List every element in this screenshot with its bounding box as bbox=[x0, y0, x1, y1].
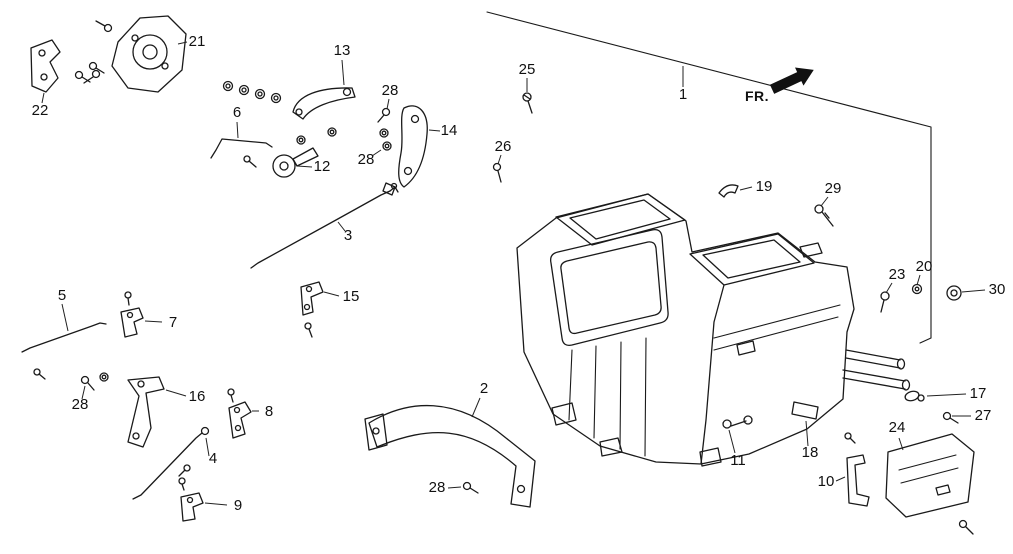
part-7-art bbox=[120, 291, 144, 338]
part-label-16: 16 bbox=[189, 388, 206, 405]
fastener-row-art bbox=[222, 80, 282, 104]
part-label-9: 9 bbox=[234, 497, 242, 514]
leader-line-21 bbox=[177, 41, 188, 45]
leader-line-22 bbox=[41, 92, 45, 104]
part-label-18: 18 bbox=[802, 444, 819, 461]
heater-unit-art bbox=[516, 193, 911, 467]
leader-line-13 bbox=[341, 59, 345, 86]
part-label-30: 30 bbox=[989, 281, 1006, 298]
part-19-art bbox=[718, 184, 739, 198]
part-9-art bbox=[178, 477, 204, 522]
part-label-13: 13 bbox=[334, 42, 351, 59]
screw-25-art bbox=[522, 92, 533, 114]
part-label-28b: 28 bbox=[358, 151, 375, 168]
part-label-17: 17 bbox=[970, 385, 987, 402]
part-label-25: 25 bbox=[519, 61, 536, 78]
fr-direction-arrow bbox=[769, 67, 814, 94]
leader-line-24 bbox=[898, 437, 904, 451]
part-8-art bbox=[227, 388, 252, 439]
leader-line-16 bbox=[165, 389, 187, 397]
leader-line-9 bbox=[204, 502, 228, 506]
part-label-2: 2 bbox=[480, 380, 488, 397]
part-label-12: 12 bbox=[314, 158, 331, 175]
part-5-art bbox=[21, 322, 107, 380]
part-6-art bbox=[210, 138, 273, 168]
part-label-10: 10 bbox=[818, 473, 835, 490]
part-16-art bbox=[80, 372, 165, 448]
part-label-21: 21 bbox=[189, 33, 206, 50]
screw-28d-art bbox=[462, 481, 479, 494]
part-2-art bbox=[364, 404, 536, 508]
leader-line-20 bbox=[916, 274, 921, 286]
leader-line-28c bbox=[81, 385, 86, 400]
leader-line-3 bbox=[337, 221, 346, 232]
part-23-art bbox=[880, 291, 890, 313]
leader-line-29 bbox=[820, 196, 829, 207]
part-label-14: 14 bbox=[441, 122, 458, 139]
part-10-art bbox=[844, 432, 870, 507]
part-label-8: 8 bbox=[265, 403, 273, 420]
leader-line-5 bbox=[61, 303, 69, 332]
part-14-art bbox=[382, 105, 428, 196]
part-12-art bbox=[272, 135, 319, 178]
leader-lines-layer bbox=[41, 41, 986, 506]
part-label-11: 11 bbox=[730, 452, 746, 469]
leader-line-6 bbox=[236, 121, 239, 139]
leader-line-11 bbox=[728, 429, 736, 454]
part-3-art bbox=[250, 182, 399, 269]
leader-line-10 bbox=[835, 476, 846, 482]
leader-line-14 bbox=[428, 129, 441, 132]
part-label-23: 23 bbox=[889, 266, 906, 283]
part-13-art bbox=[292, 87, 356, 137]
part-11-art bbox=[722, 419, 747, 429]
part-30-art bbox=[946, 285, 962, 301]
leader-line-28a bbox=[386, 98, 390, 110]
part-22-art bbox=[30, 39, 105, 93]
part-20-art bbox=[911, 283, 923, 295]
screw-26-art bbox=[492, 162, 502, 183]
leader-line-15 bbox=[323, 291, 340, 297]
part-label-29: 29 bbox=[825, 180, 842, 197]
part-label-5: 5 bbox=[58, 287, 66, 304]
part-4-art bbox=[132, 426, 210, 500]
part-label-7: 7 bbox=[169, 314, 177, 331]
part-label-26: 26 bbox=[495, 138, 512, 155]
part-24-art bbox=[885, 433, 975, 535]
part-label-1: 1 bbox=[679, 86, 687, 103]
screw-29-art bbox=[814, 204, 834, 227]
part-label-6: 6 bbox=[233, 104, 241, 121]
leader-line-30 bbox=[961, 289, 986, 293]
part-label-19: 19 bbox=[756, 178, 773, 195]
part-label-28a: 28 bbox=[382, 82, 399, 99]
part-label-22: 22 bbox=[32, 102, 49, 119]
leader-line-28b bbox=[371, 149, 382, 157]
leader-line-2 bbox=[471, 397, 481, 418]
part-21-art bbox=[83, 15, 187, 93]
leader-line-26 bbox=[497, 154, 502, 165]
leader-line-4 bbox=[205, 437, 210, 457]
part-label-4: 4 bbox=[209, 450, 217, 467]
leader-line-17 bbox=[926, 393, 967, 397]
leader-line-28d bbox=[447, 486, 462, 489]
part-label-28c: 28 bbox=[72, 396, 89, 413]
part-15-art bbox=[300, 281, 324, 338]
part-17-art bbox=[904, 390, 925, 402]
part-label-27: 27 bbox=[975, 407, 992, 424]
part-label-24: 24 bbox=[889, 419, 906, 436]
part-label-15: 15 bbox=[343, 288, 360, 305]
part-1-boundary-line bbox=[486, 11, 932, 344]
part-label-20: 20 bbox=[916, 258, 933, 275]
part-label-28d: 28 bbox=[429, 479, 446, 496]
part-label-3: 3 bbox=[344, 227, 352, 244]
leader-line-18 bbox=[805, 420, 809, 447]
part-label-fr: FR. bbox=[745, 88, 769, 104]
leader-line-7 bbox=[144, 320, 163, 323]
leader-line-19 bbox=[739, 186, 753, 191]
screw-27-art bbox=[942, 411, 959, 424]
leader-line-12 bbox=[296, 165, 313, 168]
leader-line-23 bbox=[885, 282, 893, 294]
screw-28a-art bbox=[377, 107, 392, 151]
